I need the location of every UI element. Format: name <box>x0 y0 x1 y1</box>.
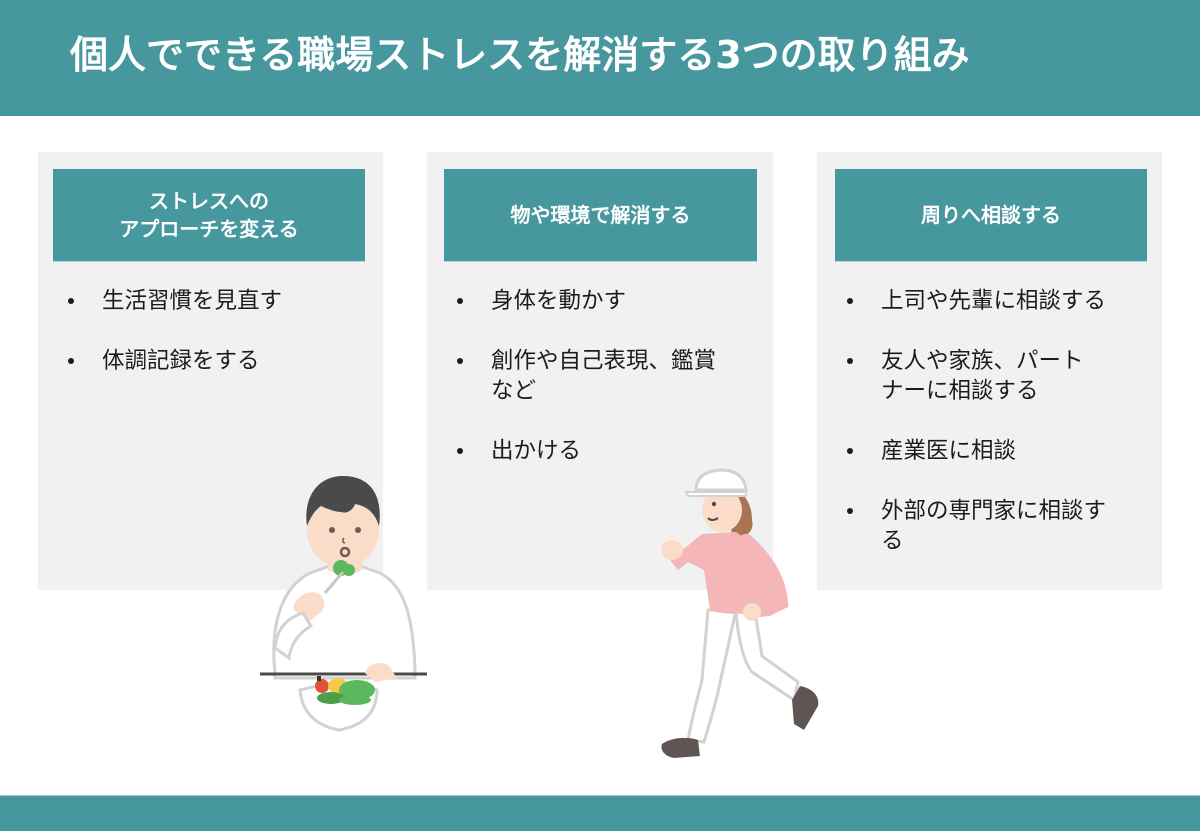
bullet-list: 生活習慣を見直す 体調記録をする <box>54 286 374 406</box>
list-item: 産業医に相談 <box>833 436 1153 466</box>
list-item: 友人や家族、パート ナーに相談する <box>833 346 1153 406</box>
bullet-icon <box>847 358 853 364</box>
panel-header: ストレスへの アプローチを変える <box>53 169 365 262</box>
bullet-icon <box>847 508 853 514</box>
list-item-text: 体調記録をする <box>102 348 260 374</box>
panel-header: 物や環境で解消する <box>444 169 757 262</box>
list-item-text: 創作や自己表現、鑑賞 など <box>491 348 717 404</box>
bullet-icon <box>457 298 463 304</box>
man-eating-salad-illustration <box>260 476 427 732</box>
panel-title: 物や環境で解消する <box>510 203 691 227</box>
panel-consult-others: 周りへ相談する 上司や先輩に相談する 友人や家族、パート ナーに相談する 産業医… <box>817 152 1162 590</box>
bullet-list: 上司や先輩に相談する 友人や家族、パート ナーに相談する 産業医に相談 外部の専… <box>833 286 1153 586</box>
list-item: 創作や自己表現、鑑賞 など <box>443 346 763 406</box>
bullet-icon <box>457 358 463 364</box>
list-item-text: 外部の専門家に相談す る <box>881 498 1107 554</box>
list-item: 上司や先輩に相談する <box>833 286 1153 316</box>
bullet-icon <box>457 448 463 454</box>
panel-change-approach: ストレスへの アプローチを変える 生活習慣を見直す 体調記録をする <box>38 152 383 590</box>
bullet-icon <box>68 298 74 304</box>
bullet-icon <box>847 298 853 304</box>
list-item-text: 上司や先輩に相談する <box>881 288 1107 314</box>
list-item-text: 生活習慣を見直す <box>102 288 283 314</box>
list-item-text: 友人や家族、パート ナーに相談する <box>881 348 1084 404</box>
list-item-text: 身体を動かす <box>491 288 627 314</box>
bullet-list: 身体を動かす 創作や自己表現、鑑賞 など 出かける <box>443 286 763 496</box>
page-title: 個人でできる職場ストレスを解消する3つの取り組み <box>70 33 970 77</box>
list-item: 生活習慣を見直す <box>54 286 374 316</box>
bullet-icon <box>847 448 853 454</box>
footer-band <box>0 795 1200 831</box>
panel-title: 周りへ相談する <box>921 203 1061 227</box>
list-item-text: 出かける <box>491 438 582 464</box>
panel-header: 周りへ相談する <box>835 169 1147 262</box>
title-banner: 個人でできる職場ストレスを解消する3つの取り組み <box>0 0 1200 116</box>
bullet-icon <box>68 358 74 364</box>
panel-title: ストレスへの アプローチを変える <box>119 189 299 241</box>
list-item: 出かける <box>443 436 763 466</box>
woman-jogging-illustration <box>661 468 819 758</box>
list-item: 身体を動かす <box>443 286 763 316</box>
list-item-text: 産業医に相談 <box>881 438 1017 464</box>
list-item: 外部の専門家に相談す る <box>833 496 1153 556</box>
list-item: 体調記録をする <box>54 346 374 376</box>
